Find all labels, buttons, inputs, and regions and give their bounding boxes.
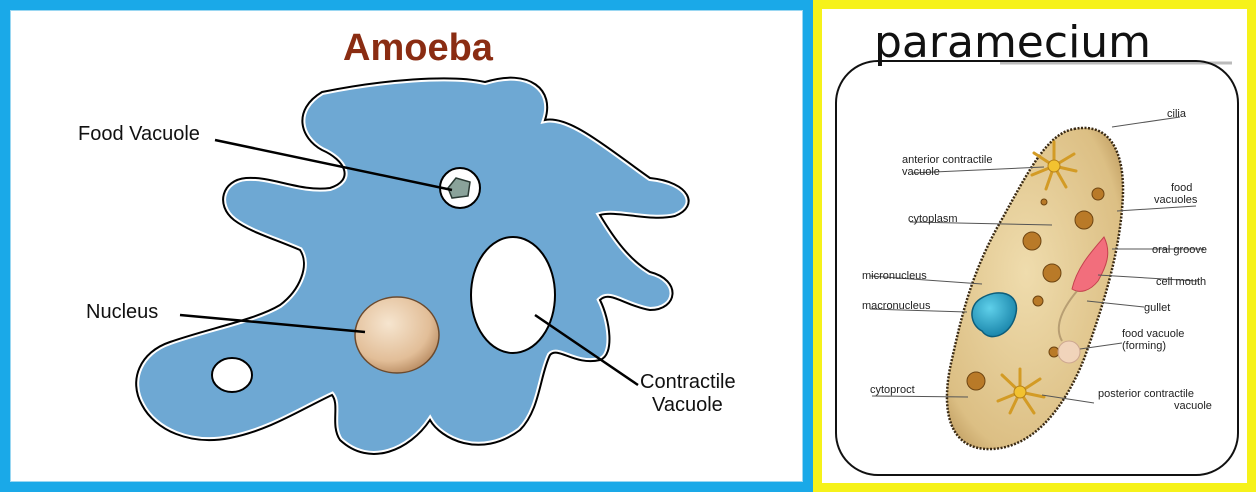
small-vacuole xyxy=(212,358,252,392)
label-posterior-2: vacuole xyxy=(1174,400,1212,412)
label-contractile-1: Contractile xyxy=(640,371,736,393)
label-cilia: cilia xyxy=(1167,108,1187,120)
amoeba-canvas: Amoeba xyxy=(10,10,803,482)
paramecium-diagram: paramecium xyxy=(822,9,1247,483)
label-anterior-1: anterior contractile xyxy=(902,154,993,166)
label-food-vacuoles-2: vacuoles xyxy=(1154,194,1198,206)
forming-food-vacuole xyxy=(1058,341,1080,363)
amoeba-diagram: Amoeba xyxy=(10,10,803,482)
paramecium-canvas: paramecium xyxy=(822,9,1247,483)
label-micronucleus: micronucleus xyxy=(862,270,927,282)
label-cytoplasm: cytoplasm xyxy=(908,213,958,225)
label-anterior-2: vacuole xyxy=(902,166,940,178)
label-cytoproct: cytoproct xyxy=(870,384,915,396)
label-forming-2: (forming) xyxy=(1122,340,1166,352)
label-food-vacuole: Food Vacuole xyxy=(78,123,200,145)
paramecium-body xyxy=(947,128,1123,449)
label-gullet: gullet xyxy=(1144,302,1170,314)
label-nucleus: Nucleus xyxy=(86,301,158,323)
label-contractile-2: Vacuole xyxy=(652,394,723,416)
label-forming-1: food vacuole xyxy=(1122,328,1184,340)
label-food-vacuoles-1: food xyxy=(1171,182,1192,194)
label-macronucleus: macronucleus xyxy=(862,300,931,312)
amoeba-panel: Amoeba xyxy=(0,0,813,492)
nucleus xyxy=(355,297,439,373)
amoeba-title: Amoeba xyxy=(343,27,494,69)
label-cell-mouth: cell mouth xyxy=(1156,276,1206,288)
paramecium-panel: paramecium xyxy=(813,0,1256,492)
label-posterior-1: posterior contractile xyxy=(1098,388,1194,400)
contractile-vacuole xyxy=(471,237,555,353)
amoeba-body xyxy=(136,78,688,454)
label-oral-groove: oral groove xyxy=(1152,244,1207,256)
